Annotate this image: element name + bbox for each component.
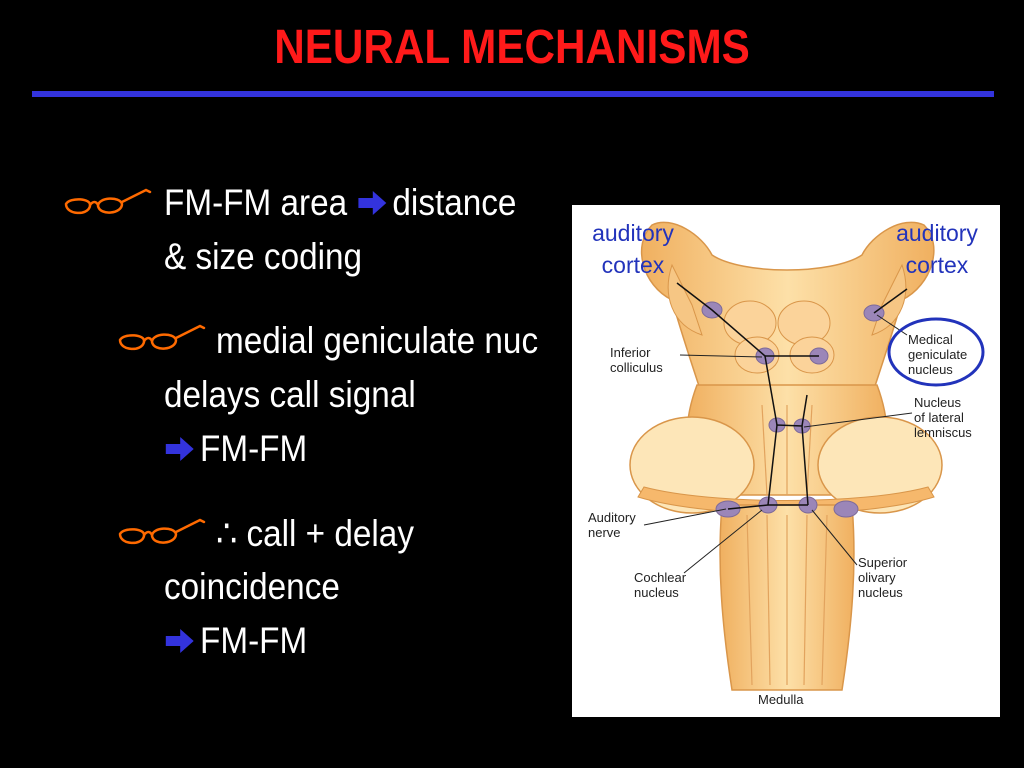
medulla-label: Medulla: [758, 692, 804, 707]
title-divider: [32, 91, 994, 97]
bullet-2-line-3: FM-FM: [164, 428, 307, 470]
slide-title: NEURAL MECHANISMS: [274, 21, 750, 74]
right-arrow-icon: [165, 629, 194, 654]
bullet-3-line-1: ∴ call + delay: [216, 513, 414, 554]
bullet-2-line-2: delays call signal: [164, 374, 416, 415]
medial-geniculate-highlight: [887, 317, 985, 387]
bullet-1-line-1: FM-FM area distance: [164, 182, 517, 223]
glasses-bullet-icon: [118, 324, 206, 351]
glasses-bullet-icon: [64, 188, 152, 215]
bullet-2-line-1: medial geniculate nuc: [216, 320, 539, 361]
bullet-3-line-2: coincidence: [164, 566, 340, 607]
brainstem-illustration: [629, 221, 985, 691]
right-arrow-icon: [165, 437, 194, 462]
bullet-1-line-2: & size coding: [164, 236, 363, 277]
bullet-3-line-3: FM-FM: [164, 620, 307, 662]
glasses-bullet-icon: [118, 518, 206, 545]
right-arrow-icon: [358, 191, 387, 216]
